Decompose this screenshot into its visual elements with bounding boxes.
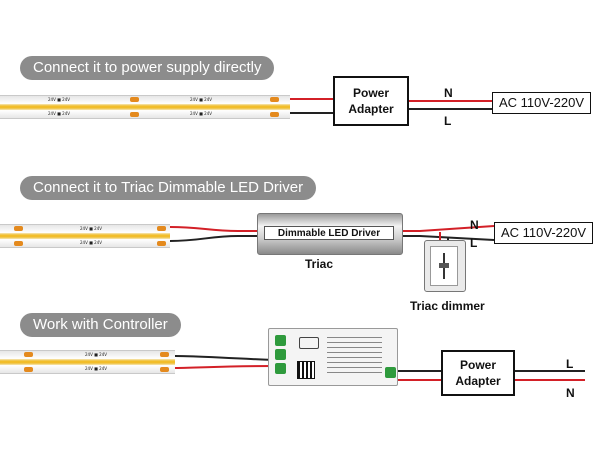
power-adapter-label: Power Adapter [348, 86, 394, 116]
section-title-controller: Work with Controller [20, 313, 181, 337]
solder-pad [270, 97, 279, 102]
terminal [275, 349, 286, 360]
solder-pad [160, 352, 169, 357]
strip-marking: 24V ■ 24V [85, 366, 107, 371]
wire-black [290, 112, 333, 114]
strip-marking: 24V ■ 24V [190, 111, 212, 116]
led-strip-1: 24V ■ 24V 24V ■ 24V 24V ■ 24V 24V ■ 24V [0, 95, 290, 119]
strip-marking: 24V ■ 24V [85, 352, 107, 357]
terminal [275, 363, 286, 374]
triac-dimmer-caption: Triac dimmer [410, 299, 485, 313]
triac-dimmer-knob [430, 246, 458, 286]
solder-pad [270, 112, 279, 117]
terminal [275, 335, 286, 346]
solder-pad [24, 367, 33, 372]
strip-marking: 24V ■ 24V [80, 240, 102, 245]
qr-code [297, 361, 315, 379]
wire-black [409, 108, 492, 110]
section-title-triac-driver: Connect it to Triac Dimmable LED Driver [20, 176, 317, 200]
power-adapter-2: Power Adapter [441, 350, 515, 396]
l-label: L [566, 357, 574, 371]
dimmer-slider [439, 263, 449, 268]
driver-label: Dimmable LED Driver [264, 226, 394, 240]
ce-mark-icon [299, 337, 319, 349]
led-strip-2: 24V ■ 24V 24V ■ 24V [0, 224, 170, 248]
ac-input-label: AC 110V-220V [494, 222, 594, 244]
wire-red [290, 98, 333, 100]
section-title-power-supply: Connect it to power supply directly [20, 56, 275, 80]
led-strip-3: 24V ■ 24V 24V ■ 24V [0, 350, 175, 374]
solder-pad [157, 241, 166, 246]
n-label: N [470, 218, 479, 232]
strip-marking: 24V ■ 24V [80, 226, 102, 231]
led-controller [268, 328, 398, 386]
n-label: N [566, 386, 575, 400]
triac-caption: Triac [305, 257, 334, 271]
power-adapter-1: Power Adapter [333, 76, 409, 126]
terminal [385, 367, 396, 378]
l-label: L [444, 114, 452, 128]
ac-input-label: AC 110V-220V [492, 92, 592, 114]
strip-marking: 24V ■ 24V [190, 97, 212, 102]
solder-pad [24, 352, 33, 357]
strip-marking: 24V ■ 24V [48, 111, 70, 116]
solder-pad [14, 226, 23, 231]
solder-pad [157, 226, 166, 231]
l-label: L [470, 236, 478, 250]
wire-red [409, 100, 492, 102]
solder-pad [14, 241, 23, 246]
n-label: N [444, 86, 453, 100]
solder-pad [130, 112, 139, 117]
strip-marking: 24V ■ 24V [48, 97, 70, 102]
solder-pad [160, 367, 169, 372]
solder-pad [130, 97, 139, 102]
controller-text-lines [327, 337, 382, 377]
power-adapter-label: Power Adapter [455, 358, 501, 388]
